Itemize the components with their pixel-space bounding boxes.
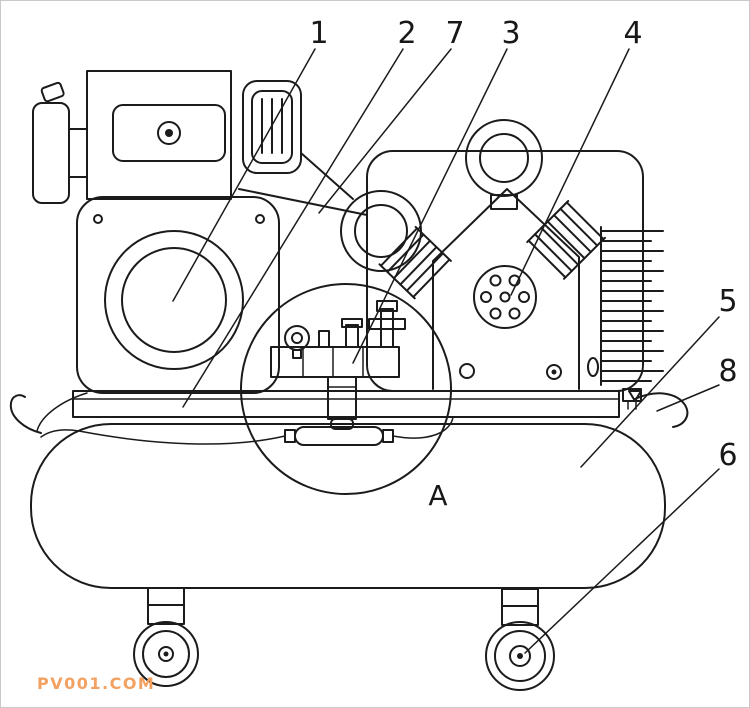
muffler <box>238 80 368 216</box>
valve-mid <box>345 324 359 348</box>
manifold-block <box>270 346 400 378</box>
callout-3: 3 <box>501 16 520 51</box>
leader-line-6 <box>524 468 720 654</box>
valve-manifold <box>40 300 454 446</box>
fuel-cap <box>40 81 65 103</box>
drain-fitting <box>622 388 642 402</box>
hose-left <box>40 429 286 445</box>
callout-5: 5 <box>718 284 737 319</box>
leader-lines <box>172 48 720 654</box>
left-hose <box>36 392 88 432</box>
valve-cover <box>112 104 226 162</box>
right-cylinder-fins <box>526 200 606 280</box>
callout-2: 2 <box>397 16 416 51</box>
separator-cylinder <box>327 376 357 420</box>
sight-glass <box>459 363 475 379</box>
air-filter-left <box>340 190 422 272</box>
callout-4: 4 <box>623 16 642 51</box>
valve-small <box>318 330 330 348</box>
callout-labels: 1 2 7 3 4 5 8 6 A <box>309 16 737 512</box>
air-tank <box>9 388 689 589</box>
leader-line-7 <box>318 48 452 214</box>
motor-end-bell <box>104 230 244 370</box>
base-plate <box>36 390 620 432</box>
callout-6: 6 <box>718 438 737 473</box>
leader-line-2 <box>182 48 404 408</box>
right-wheel <box>485 621 555 691</box>
tank-left-pipe <box>9 394 42 434</box>
detail-marker-a: A <box>428 479 447 512</box>
left-cylinder-fins <box>378 225 452 300</box>
leader-line-8 <box>656 384 720 412</box>
crankcase <box>432 188 580 390</box>
exhaust-pipe <box>300 152 354 200</box>
leader-line-5 <box>580 316 720 468</box>
watermark-text: PV001.COM <box>37 674 155 693</box>
cooling-fin-stack <box>600 226 664 386</box>
callout-1: 1 <box>309 16 328 51</box>
compressor-pump <box>340 119 664 402</box>
right-wheel-assembly <box>485 588 555 691</box>
motor-housing <box>76 196 280 394</box>
air-filter-top <box>465 119 543 197</box>
leader-line-1 <box>172 48 316 302</box>
oil-plug <box>546 364 562 380</box>
callout-7: 7 <box>445 16 464 51</box>
electric-motor <box>76 196 280 394</box>
engine-block <box>68 70 232 200</box>
crankcase-bolt-circle <box>473 265 537 329</box>
leader-line-4 <box>510 48 630 296</box>
hose-right <box>392 416 454 439</box>
left-wheel <box>133 621 199 687</box>
leader-line-3 <box>352 48 508 364</box>
left-wheel-assembly <box>133 587 199 687</box>
callout-8: 8 <box>718 354 737 389</box>
starter-cap <box>157 121 181 145</box>
drain-valve <box>628 390 642 402</box>
tank-body <box>30 423 666 589</box>
detail-circle-a <box>240 283 452 495</box>
tank-right-handle <box>634 392 689 428</box>
fuel-tank <box>32 81 70 204</box>
